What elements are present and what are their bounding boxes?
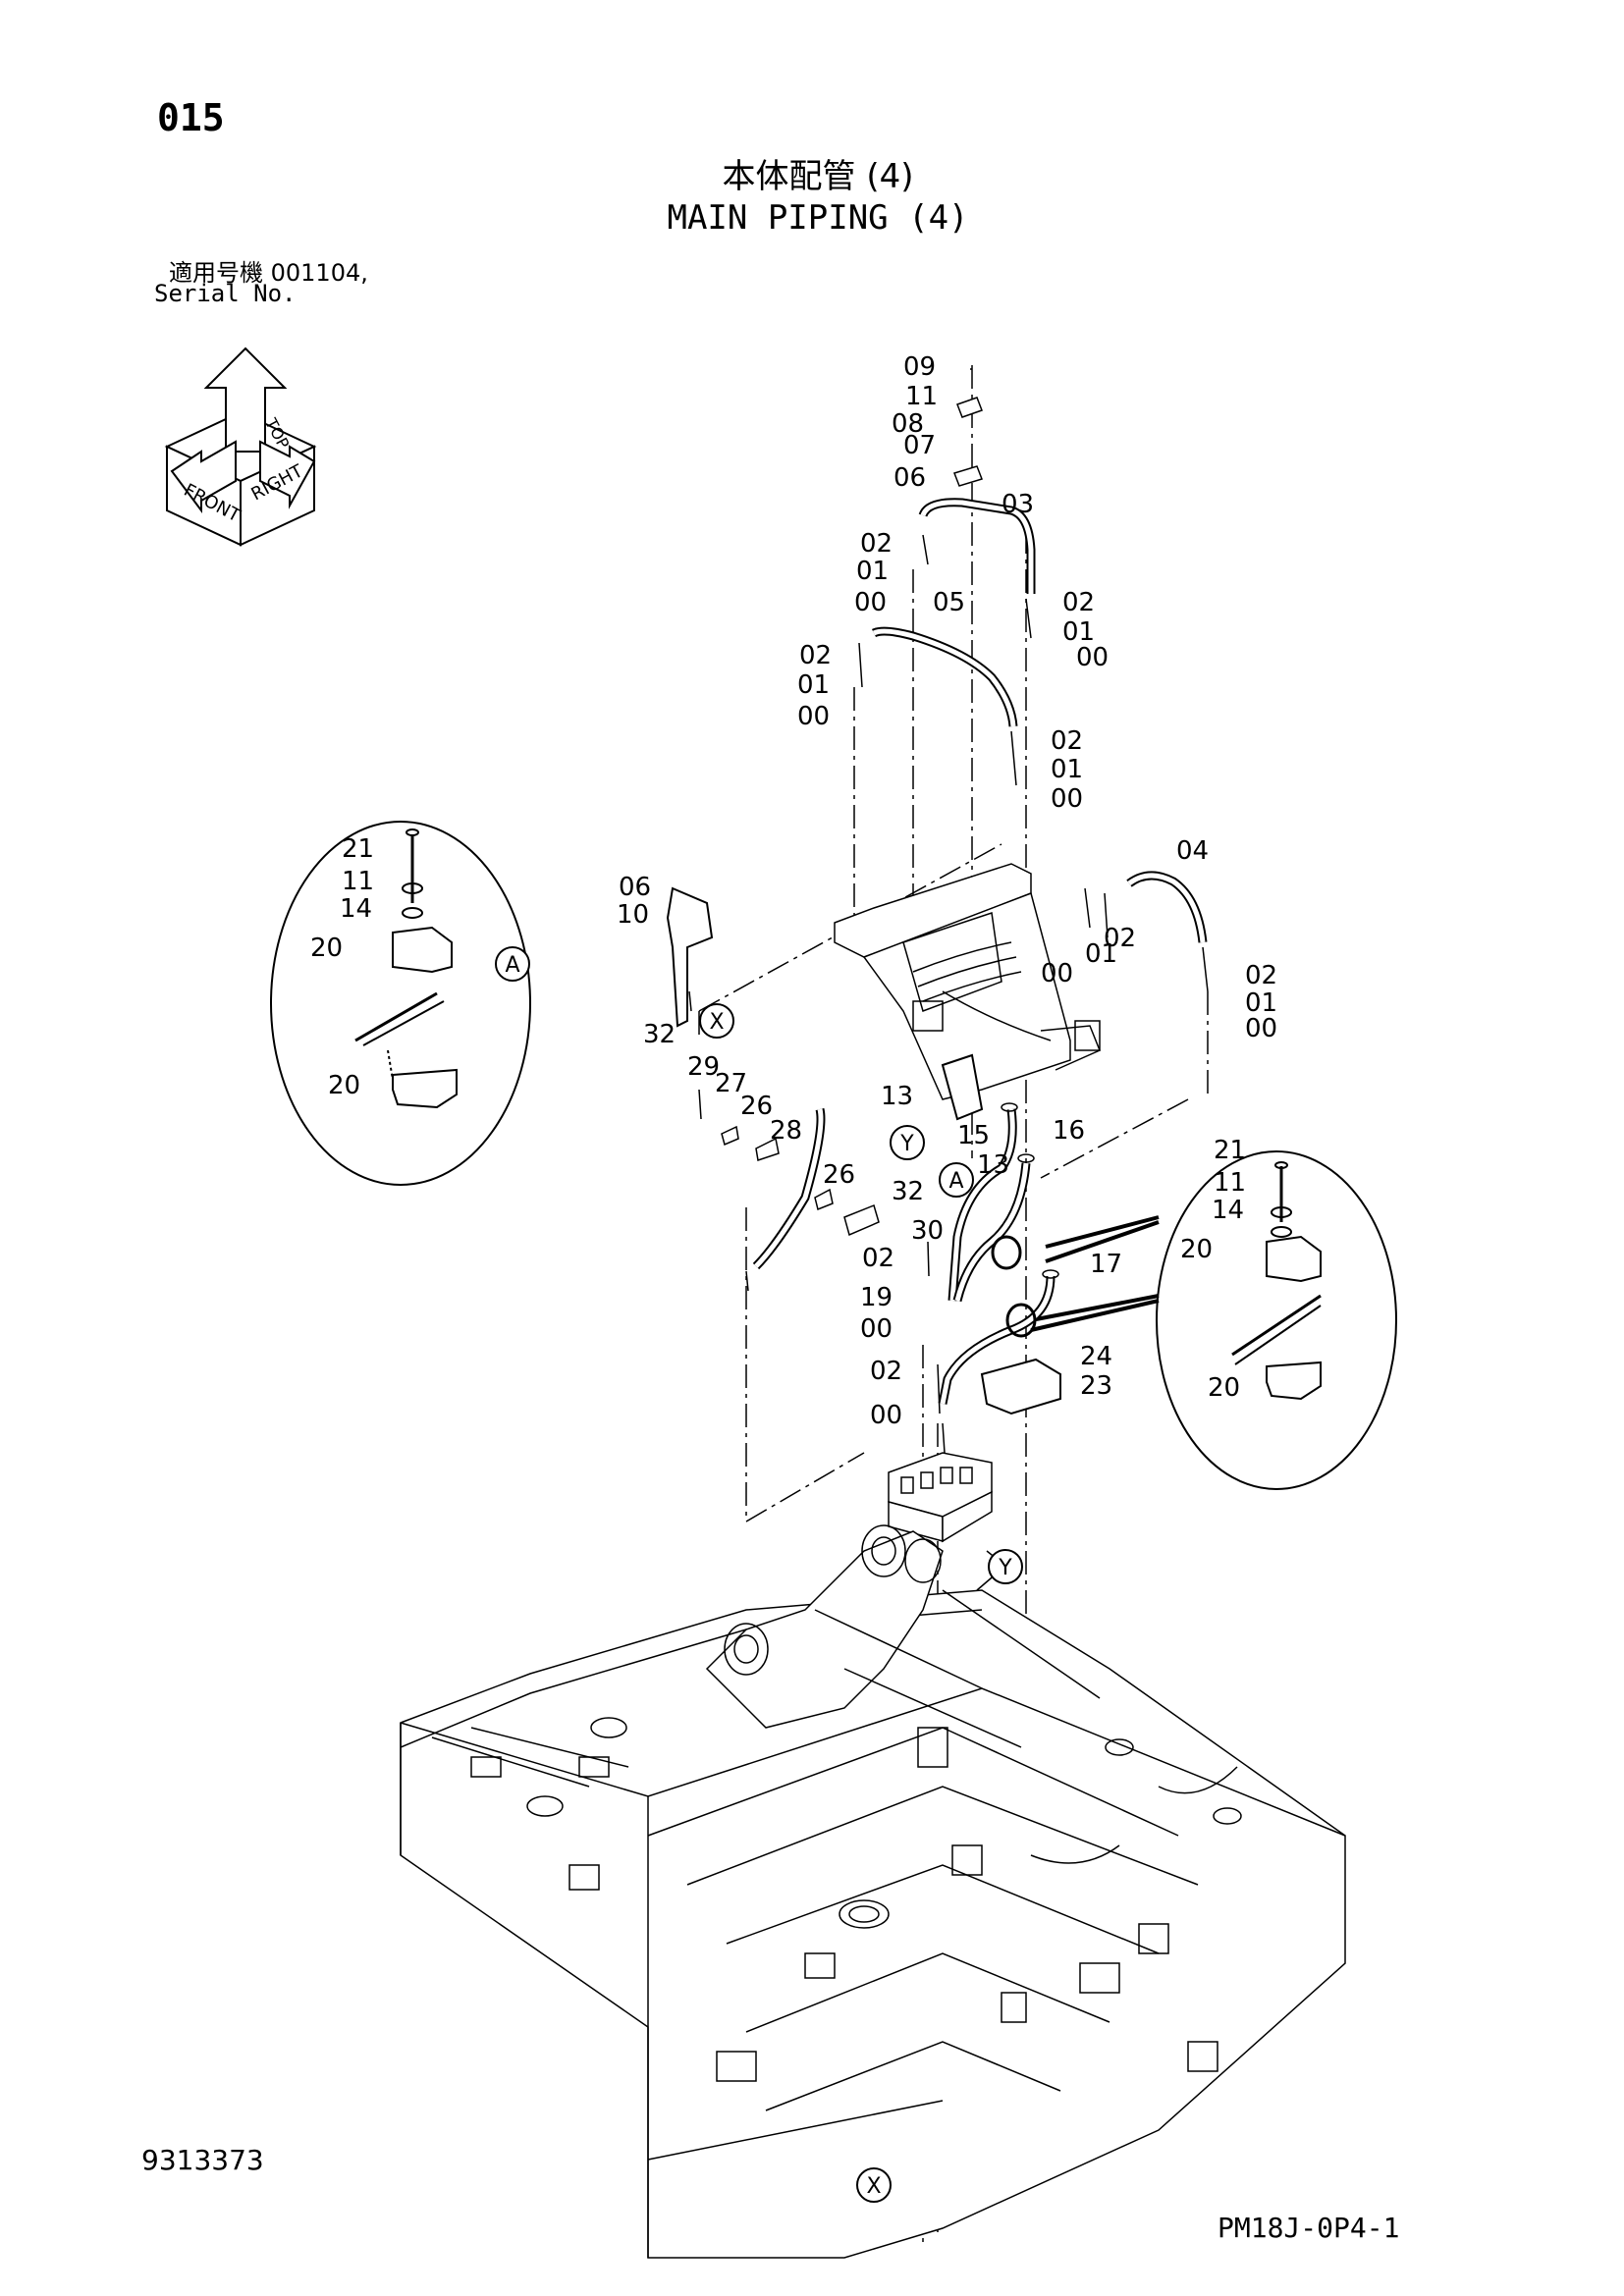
detail-a-circle-right [1156,1150,1397,1490]
part-callout-label: 11 [342,867,374,896]
part-callout-label: 01 [797,670,830,700]
part-callout-label: 07 [903,431,936,460]
part-callout-label: 03 [1001,490,1034,519]
part-callout-label: 20 [328,1071,360,1100]
part-callout-label: 00 [860,1314,893,1344]
part-callout-label: 00 [1051,784,1083,814]
page-number: 015 [157,96,225,139]
part-callout-label: 14 [1212,1196,1244,1225]
part-callout-label: 02 [862,1244,894,1273]
plate-23 [980,1358,1061,1415]
part-callout-label: 00 [870,1401,902,1430]
main-frame [400,1524,1346,2259]
hose-04 [1126,871,1208,943]
part-callout-label: 17 [1090,1250,1122,1279]
part-callout-label: 21 [1214,1136,1246,1165]
page-title-japanese: 本体配管 (4) [722,157,914,196]
fasteners [688,368,1209,1454]
svg-text:A: A [505,953,519,978]
part-callout-label: 02 [860,529,893,559]
part-callout-label: 20 [1180,1235,1213,1264]
part-callout-label: 02 [870,1357,902,1386]
svg-text:X: X [709,1010,724,1035]
part-callout-label: 02 [1245,961,1277,990]
part-callout-label: 30 [911,1216,944,1246]
part-callout-label: 32 [643,1020,676,1049]
part-callout-label: 05 [933,588,965,617]
reference-marker: X [699,1003,734,1039]
svg-text:Y: Y [899,1132,914,1156]
part-callout-label: 06 [893,463,926,493]
orientation-cube-icon: FRONT RIGHT TOP [164,347,317,547]
part-callout-label: 15 [957,1121,990,1150]
detail-a-circle [270,821,531,1186]
selector-valve [888,1452,993,1543]
part-callout-label: 27 [715,1069,747,1098]
part-callout-label: 19 [860,1283,893,1312]
part-callout-label: 14 [340,894,372,924]
page-title-english: MAIN PIPING (4) [667,198,969,238]
reference-marker: A [495,946,530,982]
part-callout-label: 08 [892,409,924,439]
part-callout-label: 11 [905,382,938,411]
part-callout-label: 01 [1245,988,1277,1018]
part-callout-label: 02 [799,641,832,670]
part-callout-label: 16 [1053,1116,1085,1146]
svg-text:Y: Y [998,1556,1012,1580]
svg-text:X: X [866,2174,881,2199]
reference-marker: Y [890,1125,925,1160]
part-callout-label: 10 [617,900,649,930]
part-callout-label: 00 [1041,959,1073,988]
part-callout-label: 20 [310,934,343,963]
reference-markers: A X Y A Y X [495,946,1023,2203]
part-callout-label: 02 [1062,588,1095,617]
part-callout-label: 13 [881,1082,913,1111]
bracket-10 [666,886,714,1028]
part-callout-label: 29 [687,1052,720,1082]
part-callout-label: 01 [856,557,889,586]
part-callout-label: 28 [770,1116,802,1146]
control-valve-assembly [834,863,1101,1100]
part-callout-label: 20 [1208,1373,1240,1403]
part-callout-label: 06 [619,873,651,902]
reference-marker: X [856,2167,892,2203]
part-callout-label: 26 [823,1160,855,1190]
part-callout-label: 01 [1085,939,1117,969]
serial-label-japanese: 適用号機 001104, [169,259,368,287]
part-callout-label: 00 [854,588,887,617]
part-callout-label: 11 [1214,1168,1246,1198]
part-callout-label: 26 [740,1092,773,1121]
part-callout-label: 04 [1176,836,1209,866]
drawing-number: 9313373 [141,2144,264,2176]
part-callout-label: 13 [977,1150,1009,1180]
bracket-15 [941,1053,984,1121]
part-callout-label: 02 [1051,726,1083,756]
part-callout-label: 09 [903,352,936,382]
svg-text:A: A [948,1169,963,1194]
part-callout-label: 00 [1245,1014,1277,1043]
part-callout-label: 02 [1104,924,1136,953]
page-code: PM18J-0P4-1 [1218,2212,1400,2244]
part-callout-label: 00 [1076,643,1109,672]
part-callout-label: 00 [797,702,830,731]
reference-marker: A [939,1162,974,1198]
part-callout-label: 01 [1051,755,1083,784]
part-callout-label: 01 [1062,617,1095,647]
part-callout-label: 21 [342,834,374,864]
serial-label-english: Serial No. [154,280,297,307]
part-callout-label: 32 [892,1177,924,1206]
part-callout-label: 24 [1080,1342,1112,1371]
part-callout-label: 23 [1080,1371,1112,1401]
reference-marker: Y [988,1549,1023,1584]
